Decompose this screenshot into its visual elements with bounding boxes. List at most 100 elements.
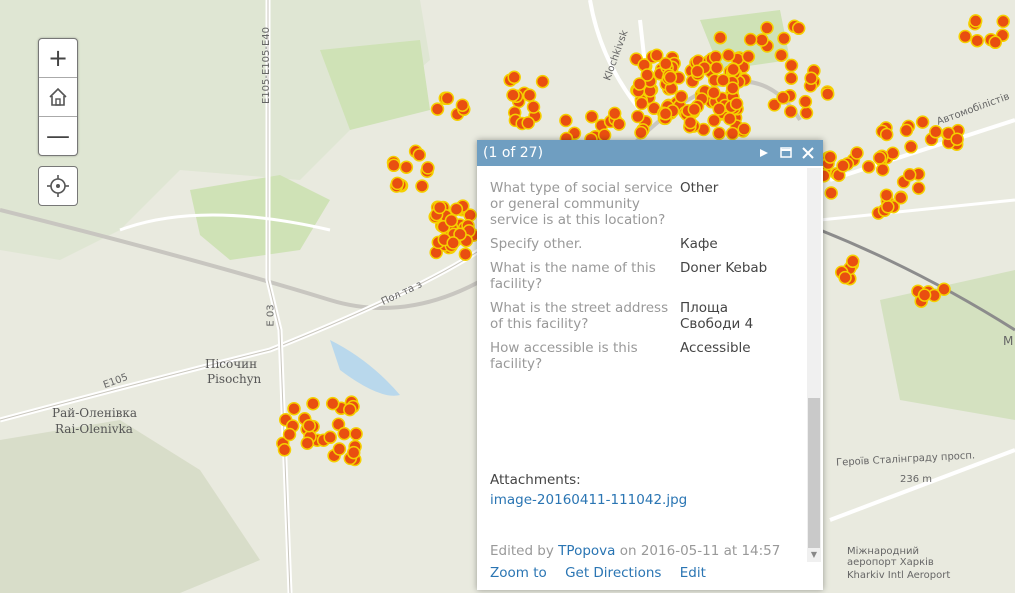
facility-marker[interactable]	[399, 160, 414, 174]
get-directions-link[interactable]: Get Directions	[565, 565, 662, 581]
facility-marker[interactable]	[446, 236, 460, 250]
facility-marker[interactable]	[432, 200, 447, 215]
facility-marker[interactable]	[729, 96, 744, 111]
facility-marker[interactable]	[421, 161, 435, 175]
facility-marker[interactable]	[886, 146, 900, 161]
facility-marker[interactable]	[349, 427, 363, 441]
facility-marker[interactable]	[791, 21, 806, 36]
facility-marker[interactable]	[784, 58, 799, 73]
facility-marker[interactable]	[875, 162, 890, 177]
facility-marker[interactable]	[823, 150, 837, 164]
facility-marker[interactable]	[707, 113, 721, 128]
facility-marker[interactable]	[440, 91, 455, 106]
facility-marker[interactable]	[526, 100, 541, 114]
facility-marker[interactable]	[737, 122, 751, 136]
facility-marker[interactable]	[784, 104, 798, 119]
facility-marker[interactable]	[337, 426, 351, 441]
facility-marker[interactable]	[836, 159, 850, 173]
facility-marker[interactable]	[879, 127, 894, 142]
facility-marker[interactable]	[970, 33, 984, 48]
facility-marker[interactable]	[634, 125, 648, 140]
facility-marker[interactable]	[507, 70, 521, 85]
facility-marker[interactable]	[722, 111, 737, 126]
facility-marker[interactable]	[674, 89, 689, 104]
facility-marker[interactable]	[861, 160, 876, 174]
facility-marker[interactable]	[725, 126, 740, 141]
facility-marker[interactable]	[521, 116, 535, 130]
facility-marker[interactable]	[713, 30, 728, 45]
facility-marker[interactable]	[631, 109, 645, 124]
popup-content[interactable]: What type of social service or general c…	[477, 166, 823, 590]
facility-marker[interactable]	[325, 396, 340, 411]
facility-marker[interactable]	[634, 96, 649, 111]
facility-marker[interactable]	[937, 282, 951, 296]
facility-marker[interactable]	[632, 77, 647, 91]
facility-marker[interactable]	[707, 85, 721, 100]
facility-marker[interactable]	[585, 109, 599, 124]
facility-marker[interactable]	[774, 48, 789, 62]
facility-marker[interactable]	[784, 71, 798, 85]
facility-marker[interactable]	[302, 418, 316, 433]
facility-marker[interactable]	[306, 396, 320, 411]
popup-scrollbar[interactable]	[807, 168, 821, 562]
facility-marker[interactable]	[455, 98, 470, 112]
editor-link[interactable]: TPopova	[558, 543, 616, 559]
facility-marker[interactable]	[777, 31, 791, 46]
facility-marker[interactable]	[390, 176, 405, 191]
facility-marker[interactable]	[776, 91, 790, 105]
facility-marker[interactable]	[712, 102, 726, 116]
facility-marker[interactable]	[687, 102, 702, 117]
facility-marker[interactable]	[683, 115, 698, 130]
facility-marker[interactable]	[709, 60, 724, 75]
facility-marker[interactable]	[968, 14, 983, 28]
facility-marker[interactable]	[799, 106, 814, 120]
facility-marker[interactable]	[535, 74, 550, 89]
facility-marker[interactable]	[721, 48, 736, 62]
facility-marker[interactable]	[323, 430, 337, 445]
facility-marker[interactable]	[415, 179, 429, 193]
facility-marker[interactable]	[449, 202, 464, 216]
maximize-button[interactable]	[777, 144, 795, 162]
facility-marker[interactable]	[838, 270, 852, 285]
facility-marker[interactable]	[767, 98, 782, 112]
facility-marker[interactable]	[988, 35, 1003, 50]
facility-marker[interactable]	[559, 113, 573, 128]
facility-marker[interactable]	[755, 33, 769, 47]
facility-marker[interactable]	[412, 148, 427, 162]
facility-marker[interactable]	[950, 132, 964, 146]
facility-marker[interactable]	[387, 158, 401, 173]
facility-marker[interactable]	[277, 443, 292, 457]
facility-marker[interactable]	[881, 200, 895, 214]
close-button[interactable]	[799, 144, 817, 162]
locate-button[interactable]	[38, 166, 78, 206]
facility-marker[interactable]	[850, 146, 864, 160]
facility-marker[interactable]	[846, 254, 860, 269]
facility-marker[interactable]	[343, 402, 357, 417]
attachment-link[interactable]: image-20160411-111042.jpg	[490, 492, 688, 508]
facility-marker[interactable]	[663, 70, 678, 85]
facility-marker[interactable]	[506, 88, 520, 102]
zoom-to-link[interactable]: Zoom to	[490, 565, 547, 581]
facility-marker[interactable]	[902, 168, 917, 182]
facility-marker[interactable]	[741, 49, 756, 64]
facility-marker[interactable]	[894, 190, 908, 205]
zoom-out-button[interactable]: —	[39, 116, 77, 155]
facility-marker[interactable]	[958, 29, 972, 44]
facility-marker[interactable]	[658, 107, 673, 121]
facility-marker[interactable]	[346, 445, 361, 460]
facility-marker[interactable]	[760, 21, 774, 35]
facility-marker[interactable]	[743, 32, 758, 47]
facility-marker[interactable]	[282, 427, 297, 442]
facility-marker[interactable]	[716, 73, 730, 87]
facility-marker[interactable]	[879, 188, 894, 202]
facility-marker[interactable]	[607, 106, 622, 121]
facility-marker[interactable]	[287, 401, 301, 416]
next-button[interactable]	[755, 144, 773, 162]
facility-marker[interactable]	[872, 151, 887, 165]
facility-marker[interactable]	[804, 71, 818, 85]
facility-marker[interactable]	[915, 115, 930, 129]
facility-marker[interactable]	[929, 125, 943, 139]
facility-marker[interactable]	[726, 62, 740, 77]
facility-marker[interactable]	[820, 87, 835, 101]
